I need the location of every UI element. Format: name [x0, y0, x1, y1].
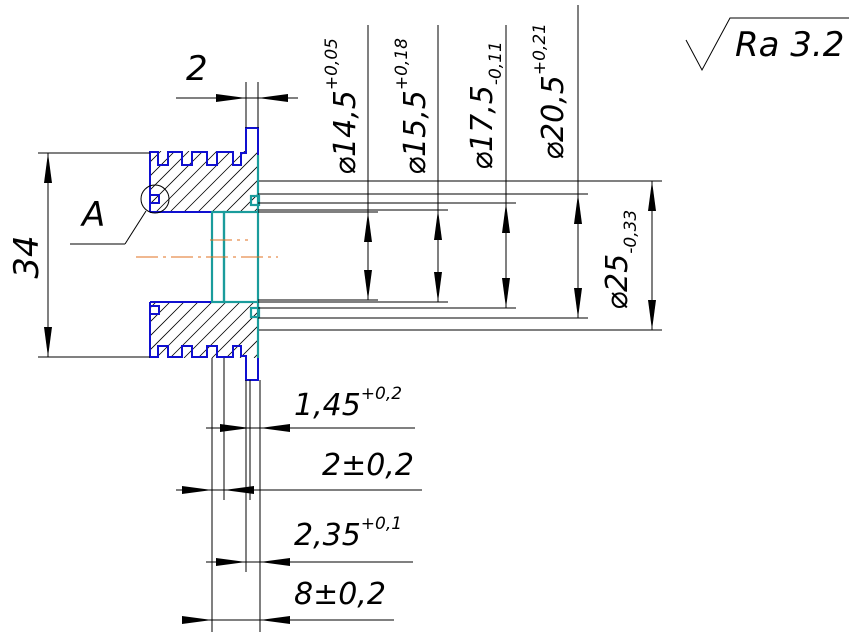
hatch-line [150, 302, 171, 358]
dim-diameter-25: ⌀25-0,33 [259, 180, 662, 331]
hatch-line [155, 302, 213, 358]
dim-d2-tol: +0,18 [392, 38, 412, 90]
dim-d4-value: 20,5 [536, 75, 571, 142]
svg-text:⌀14,5+0,05: ⌀14,5+0,05 [322, 38, 363, 175]
hatch-line [211, 151, 258, 212]
svg-text:⌀17,5-0,11: ⌀17,5-0,11 [465, 41, 506, 170]
view-leader: A [70, 195, 147, 245]
dim-height-label: 34 [7, 235, 47, 278]
svg-text:2,35+0,1: 2,35+0,1 [294, 514, 402, 553]
dim-l1-tol: +0,2 [361, 384, 402, 404]
center-lines [136, 239, 278, 258]
dim-length-2: 2±0,2 [176, 448, 422, 494]
dim-l3-value: 2,35 [294, 518, 361, 553]
hatch-line [150, 302, 199, 358]
dim-d3-tol: -0,11 [486, 41, 506, 85]
dim-d5-value: 25 [600, 254, 635, 292]
hatch-line [150, 151, 176, 212]
dim-d1-value: 14,5 [328, 90, 363, 157]
hatch-line [169, 151, 232, 212]
hatch-line [150, 302, 157, 358]
hatch-line [150, 151, 190, 212]
hatch-line [211, 302, 258, 358]
dim-l4-value: 8±0,2 [294, 577, 386, 612]
dim-length-2-35: 2,35+0,1 [206, 514, 413, 566]
dim-length-1-45: 1,45+0,2 [206, 384, 415, 432]
dim-diameter-20-5: ⌀20,5+0,21 [258, 5, 588, 319]
dim-l1-value: 1,45 [294, 388, 361, 423]
dim-top-2: 2 [176, 49, 298, 128]
dim-d5-prefix: ⌀ [600, 292, 635, 310]
roughness-symbol: Ra 3.2 [685, 17, 849, 72]
dim-d1-prefix: ⌀ [328, 157, 363, 175]
dim-diameter-15-5: ⌀15,5+0,18 [258, 25, 448, 303]
hatch-line [183, 302, 241, 358]
dim-d5-tol: -0,33 [621, 210, 641, 254]
hatch-line [225, 302, 258, 358]
dim-d3-value: 17,5 [465, 85, 500, 152]
dim-d1-tol: +0,05 [322, 38, 342, 90]
dim-d4-tol: +0,21 [530, 23, 550, 75]
lower-extension-lines [211, 358, 261, 632]
dim-d4-prefix: ⌀ [536, 142, 571, 160]
hatch-line [225, 151, 258, 212]
dim-top-label: 2 [186, 49, 208, 89]
dim-d2-prefix: ⌀ [398, 157, 433, 175]
dim-diameter-17-5: ⌀17,5-0,11 [258, 25, 516, 309]
part-outline [140, 127, 259, 381]
dim-length-8: 8±0,2 [182, 577, 394, 624]
roughness-label: Ra 3.2 [735, 25, 844, 65]
dim-l2-value: 2±0,2 [322, 448, 414, 483]
hatch-line [169, 302, 227, 358]
svg-text:⌀20,5+0,21: ⌀20,5+0,21 [530, 23, 571, 160]
dim-diameter-14-5: ⌀14,5+0,05 [258, 25, 378, 301]
dim-height-34: 34 [7, 152, 150, 358]
view-label: A [80, 195, 105, 235]
section-hatching-bottom [150, 302, 258, 358]
svg-text:1,45+0,2: 1,45+0,2 [294, 384, 402, 423]
dim-d2-value: 15,5 [398, 90, 433, 157]
svg-text:⌀25-0,33: ⌀25-0,33 [600, 210, 641, 310]
hatch-line [150, 302, 185, 358]
dim-d3-prefix: ⌀ [465, 152, 500, 170]
hatch-line [183, 151, 246, 212]
svg-text:⌀15,5+0,18: ⌀15,5+0,18 [392, 38, 433, 175]
dim-l3-tol: +0,1 [361, 514, 402, 534]
hatch-line [197, 151, 258, 212]
hatch-line [239, 302, 258, 358]
